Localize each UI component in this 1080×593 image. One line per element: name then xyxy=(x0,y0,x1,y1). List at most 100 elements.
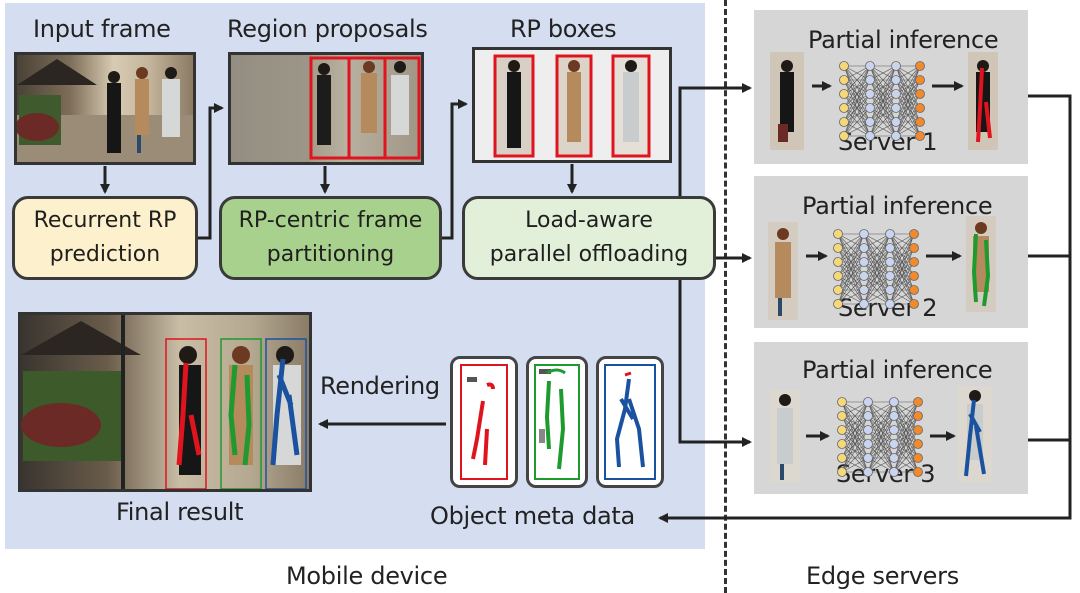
nn-node xyxy=(833,285,843,295)
nn-edge xyxy=(841,401,869,431)
nn-node xyxy=(837,467,847,477)
object-meta-card-3 xyxy=(596,356,664,488)
nn-node xyxy=(909,299,919,309)
rp-boxes-image xyxy=(472,47,672,163)
nn-edge xyxy=(863,233,891,263)
nn-node xyxy=(865,61,875,71)
nn-edge xyxy=(843,65,871,95)
nn-edge xyxy=(889,233,915,277)
nn-node xyxy=(859,271,869,281)
nn-edge xyxy=(893,401,919,459)
recurrent-rp-line1: Recurrent RP xyxy=(33,208,177,233)
nn-node xyxy=(837,397,847,407)
nn-node xyxy=(889,453,899,463)
nn-node xyxy=(863,453,873,463)
nn-edge xyxy=(869,121,897,137)
server-3-input-thumb xyxy=(770,390,800,482)
nn-edge xyxy=(863,261,891,305)
nn-node xyxy=(839,61,849,71)
nn-edge xyxy=(889,233,915,291)
nn-edge xyxy=(843,121,871,137)
nn-edge xyxy=(837,233,865,277)
nn-node xyxy=(833,299,843,309)
server-2-output-thumb xyxy=(966,216,996,312)
nn-node xyxy=(865,103,875,113)
nn-edge xyxy=(863,275,891,305)
nn-node xyxy=(909,243,919,253)
nn-edge xyxy=(837,233,865,263)
nn-node xyxy=(837,439,847,449)
region-proposals-image xyxy=(228,52,424,165)
nn-edge xyxy=(841,415,869,473)
nn-edge xyxy=(893,443,919,473)
nn-edge xyxy=(843,65,871,137)
nn-edge xyxy=(869,79,897,137)
load-aware-line2: parallel offloading xyxy=(489,242,689,267)
nn-node xyxy=(913,439,923,449)
nn-node xyxy=(885,257,895,267)
nn-edge xyxy=(889,275,915,305)
nn-edge xyxy=(863,247,891,305)
nn-edge xyxy=(867,429,895,473)
nn-node xyxy=(859,229,869,239)
nn-node xyxy=(909,285,919,295)
nn-edge xyxy=(869,65,897,109)
nn-edge xyxy=(867,401,895,459)
server-3-output-thumb xyxy=(958,386,992,482)
nn-node xyxy=(837,453,847,463)
final-result-label: Final result xyxy=(116,498,244,526)
server-1-output-thumb xyxy=(968,52,998,150)
nn-node xyxy=(915,131,925,141)
nn-edge xyxy=(893,415,919,473)
nn-node xyxy=(891,61,901,71)
input-frame-label: Input frame xyxy=(33,15,171,43)
nn-node xyxy=(865,117,875,127)
nn-edge xyxy=(837,233,865,249)
nn-node xyxy=(913,453,923,463)
recurrent-rp-line2: prediction xyxy=(49,242,161,267)
nn-edge xyxy=(863,233,891,277)
nn-node xyxy=(863,425,873,435)
server-2-title: Partial inference xyxy=(802,192,993,220)
nn-edge xyxy=(895,65,921,109)
nn-node xyxy=(885,271,895,281)
nn-node xyxy=(915,61,925,71)
nn-node xyxy=(885,229,895,239)
nn-node xyxy=(889,397,899,407)
nn-edge xyxy=(841,401,869,473)
rp-partition-line2: partitioning xyxy=(266,242,395,267)
nn-edge xyxy=(867,401,895,445)
server-1-title: Partial inference xyxy=(808,26,999,54)
nn-edge xyxy=(867,401,895,431)
nn-node xyxy=(915,75,925,85)
nn-edge xyxy=(889,233,915,263)
nn-edge xyxy=(841,429,869,473)
nn-node xyxy=(865,75,875,85)
input-frame-image xyxy=(14,52,196,165)
nn-edge xyxy=(893,401,919,431)
nn-edge xyxy=(837,233,865,305)
object-meta-data-label: Object meta data xyxy=(430,502,635,530)
nn-edge xyxy=(843,65,871,123)
nn-edge xyxy=(841,457,869,473)
nn-node xyxy=(913,411,923,421)
nn-node xyxy=(865,89,875,99)
nn-node xyxy=(913,467,923,477)
nn-edge xyxy=(869,65,897,95)
nn-node xyxy=(837,425,847,435)
nn-edge xyxy=(843,107,871,137)
edge-servers-label: Edge servers xyxy=(806,562,959,590)
nn-edge xyxy=(863,233,891,305)
nn-node xyxy=(863,467,873,477)
nn-edge xyxy=(837,247,865,305)
nn-edge xyxy=(893,401,919,445)
nn-node xyxy=(885,285,895,295)
nn-edge xyxy=(841,443,869,473)
nn-node xyxy=(839,117,849,127)
nn-edge xyxy=(837,275,865,305)
nn-node xyxy=(859,257,869,267)
server-1-input-thumb xyxy=(770,52,804,150)
nn-edge xyxy=(863,233,891,291)
server-3-title: Partial inference xyxy=(802,356,993,384)
